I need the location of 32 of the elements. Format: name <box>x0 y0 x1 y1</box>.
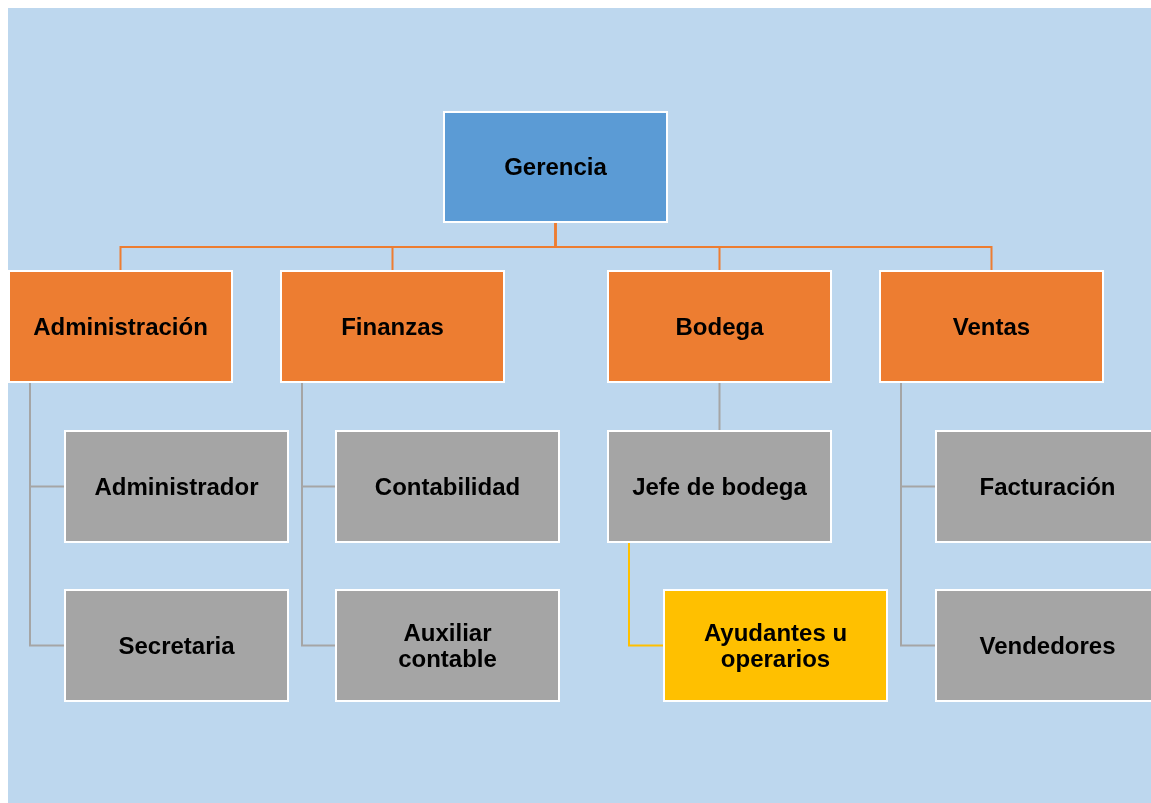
box-label: Ayudantes u operarios <box>702 620 849 671</box>
position-box <box>935 430 1151 543</box>
box-label: Administración <box>33 313 208 340</box>
connector-line <box>628 542 664 647</box>
department-box <box>8 270 233 383</box>
position-box <box>607 430 832 543</box>
box-label: Facturación <box>979 473 1116 500</box>
box-label: Jefe de bodega <box>632 473 807 500</box>
connector-line <box>301 382 336 647</box>
position-box <box>64 430 289 543</box>
box-label: Finanzas <box>341 313 444 340</box>
department-box <box>280 270 505 383</box>
connector-line <box>900 382 936 647</box>
box-label: Contabilidad <box>374 473 521 500</box>
department-box <box>879 270 1104 383</box>
position-box <box>335 430 560 543</box>
position-box <box>335 589 560 702</box>
box-label: Gerencia <box>504 154 607 180</box>
position-box <box>64 589 289 702</box>
box-label: Ventas <box>952 313 1031 340</box>
position-box <box>935 589 1151 702</box>
box-label: Vendedores <box>979 632 1116 659</box>
box-label: Bodega <box>675 313 764 340</box>
connector-line <box>718 382 721 431</box>
connector-line <box>29 382 65 647</box>
box-label: Secretaria <box>118 632 235 659</box>
connector-line <box>554 222 993 271</box>
box-label: Administrador <box>94 473 259 500</box>
manager-box <box>443 111 668 223</box>
position-box <box>663 589 888 702</box>
box-label: Auxiliar contable <box>397 620 498 671</box>
department-box <box>607 270 832 383</box>
